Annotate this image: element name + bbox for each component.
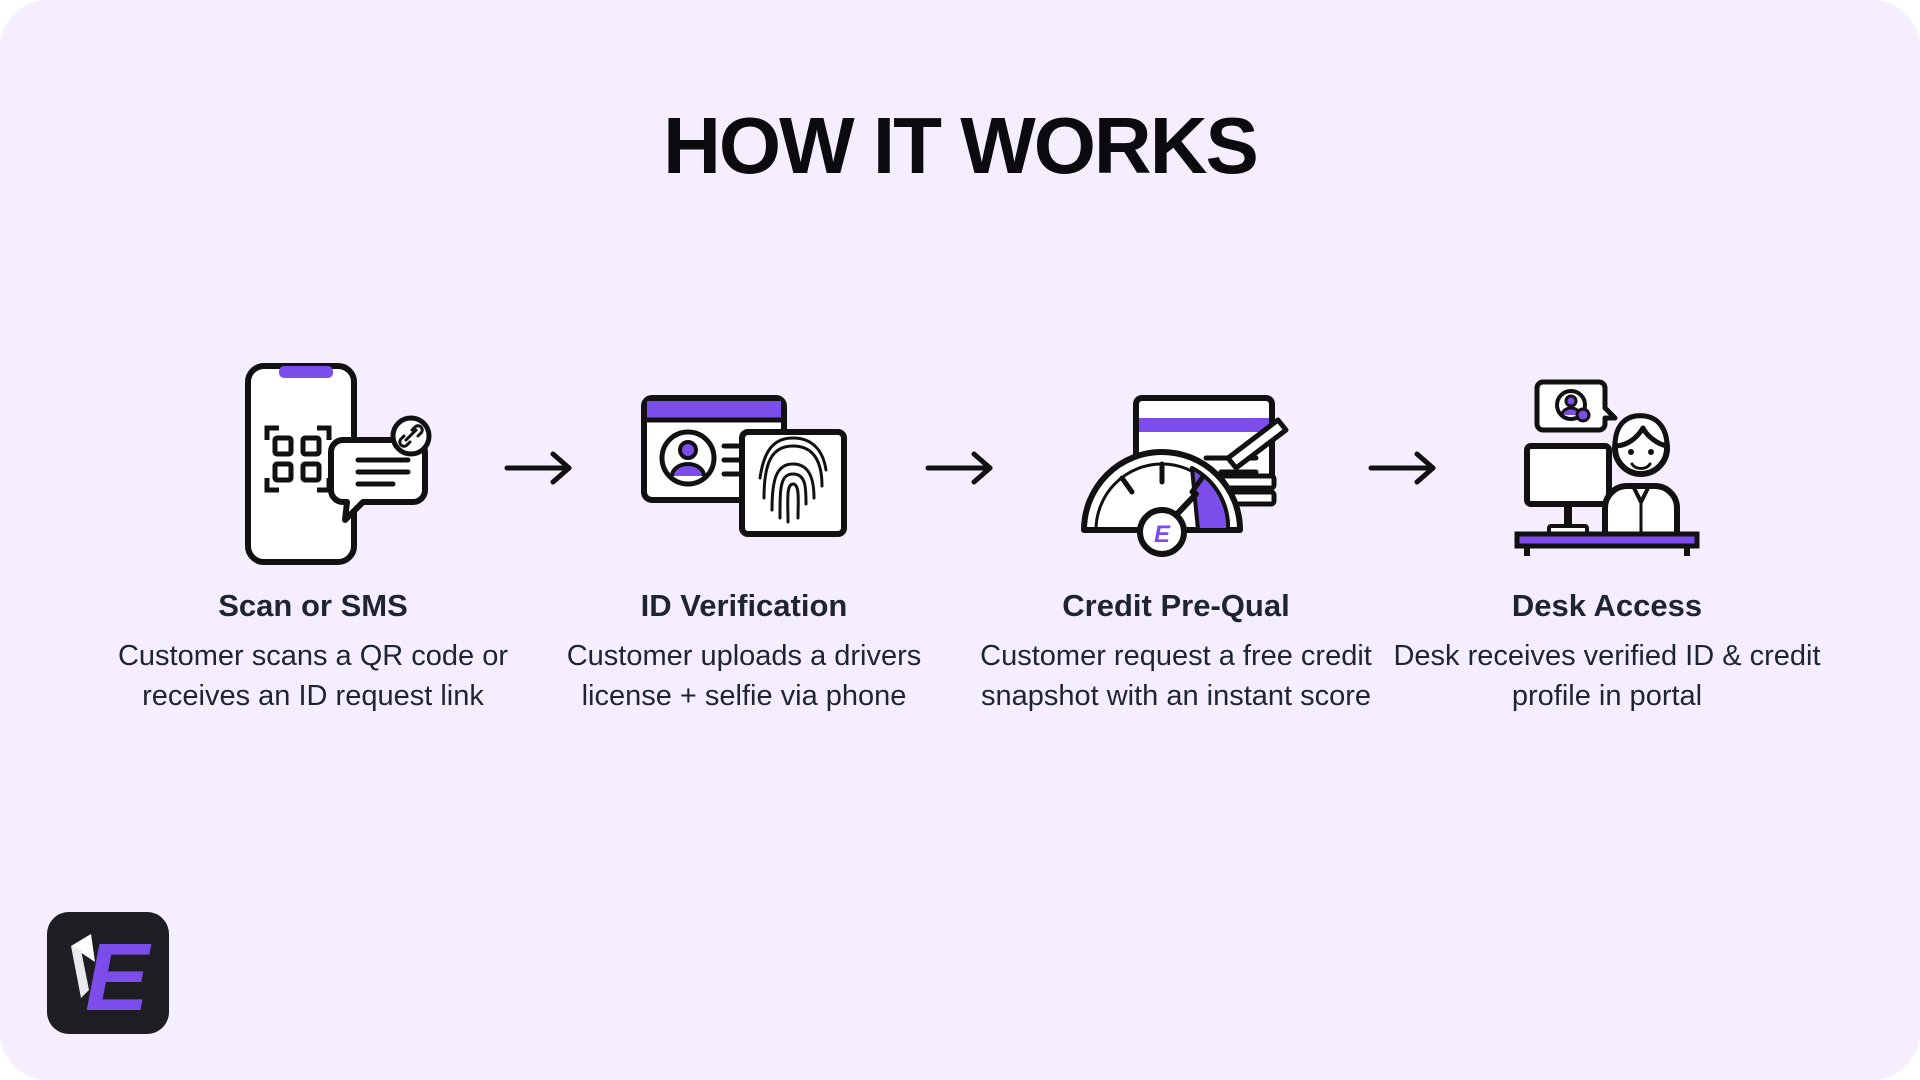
step-description: Customer request a free credit snapshot … — [980, 640, 1372, 712]
desk-agent-icon — [1487, 360, 1727, 575]
page-title: HOW IT WORKS — [663, 101, 1259, 190]
step-description: Customer scans a QR code or receives an … — [117, 640, 509, 712]
step-description: Desk receives verified ID & credit profi… — [1393, 640, 1821, 712]
id-card-fingerprint-icon — [624, 360, 864, 575]
step-title: Desk Access — [1511, 588, 1703, 623]
phone-qr-message-icon — [193, 360, 433, 575]
credit-gauge-icon: E — [1056, 360, 1296, 575]
brand-logo: E — [47, 912, 169, 1034]
arrow-right-icon — [925, 451, 993, 485]
svg-text:E: E — [1154, 521, 1171, 548]
step-title: Credit Pre-Qual — [1062, 588, 1290, 623]
steps-row: Scan or SMS Customer scans a QR code or … — [0, 360, 1920, 720]
logo-letter: E — [85, 924, 152, 1031]
arrow-right-icon — [1368, 451, 1436, 485]
step-title: Scan or SMS — [218, 588, 408, 623]
step-title: ID Verification — [640, 588, 848, 623]
arrow-right-icon — [504, 451, 572, 485]
step-description: Customer uploads a drivers license + sel… — [566, 640, 922, 712]
